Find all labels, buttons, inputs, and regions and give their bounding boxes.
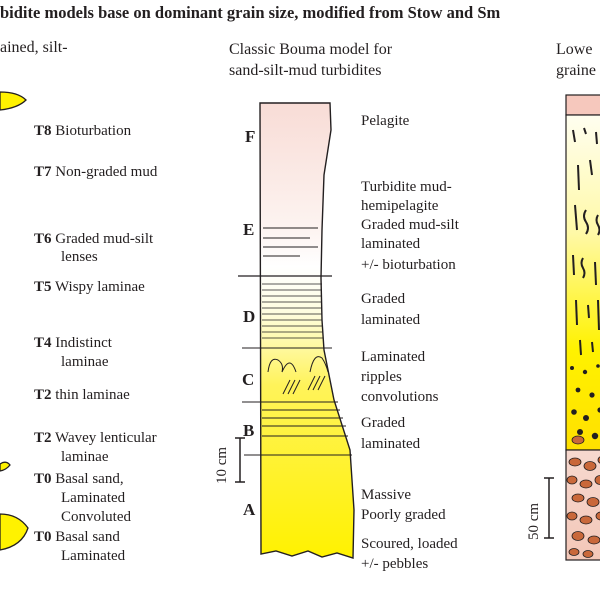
desc-a-line2: Poorly graded [361,507,446,523]
bouma-letter-f: F [245,127,256,146]
unit-t2-wavey: T2 Wavey lenticular [34,430,157,446]
unit-t2-wavey-line2: laminae [61,449,109,465]
unit-t4-line2: laminae [61,354,109,370]
right-header-line1: Lowe [556,41,593,58]
desc-b-line1: Graded [361,415,406,431]
desc-c-line3: convolutions [361,389,439,405]
left-column-header: ained, silt- [0,39,68,56]
unit-t0-convoluted: T0 Basal sand, [34,471,124,487]
center-header-line1: Classic Bouma model for [229,41,393,58]
unit-t0-convoluted-line2: Laminated [61,490,126,506]
desc-d-line2: laminated [361,312,421,328]
unit-t0-convoluted-line3: Convoluted [61,509,131,525]
desc-a-line3: Scoured, loaded [361,536,458,552]
unit-t7: T7 Non-graded mud [34,164,158,180]
lowe-column [565,94,600,561]
unit-t4: T4 Indistinct [34,335,112,351]
bouma-column [238,102,355,559]
desc-c-line2: ripples [361,369,402,385]
lens-bottom [0,513,29,551]
bouma-letter-b: B [243,421,255,440]
lowe-pelagite [565,94,600,116]
bouma-column-body [259,102,355,559]
desc-a-line1: Massive [361,487,411,503]
desc-b-line2: laminated [361,436,421,452]
unit-t0-laminated: T0 Basal sand [34,529,120,545]
unit-t0-laminated-line2: Laminated [61,548,126,564]
unit-t8: T8 Bioturbation [34,123,132,139]
lens-middle [0,461,11,472]
unit-t6: T6 Graded mud-silt [34,231,154,247]
desc-c-line1: Laminated [361,349,426,365]
desc-e-line1: Turbidite mud- [361,179,452,195]
left-column-lenses [0,91,29,551]
unit-t6-line2: lenses [61,249,98,265]
bouma-letter-c: C [242,370,255,389]
desc-e-line4: laminated [361,236,421,252]
desc-e-line2: hemipelagite [361,198,439,214]
scale-label-right: 50 cm [526,502,542,540]
bouma-letter-a: A [243,500,256,519]
figure-title: bidite models base on dominant grain siz… [0,3,501,22]
unit-t5: T5 Wispy laminae [34,279,145,295]
scale-bar-center [235,437,245,483]
center-header-line2: sand-silt-mud turbidites [229,62,382,79]
desc-e-line3: Graded mud-silt [361,217,459,233]
right-header-line2: graine [556,62,596,79]
scale-bar-right [544,477,554,539]
desc-d-line1: Graded [361,291,406,307]
unit-t2-thin: T2 thin laminae [34,387,130,403]
bouma-letter-e: E [243,220,255,239]
desc-a-line4: +/- pebbles [361,556,429,572]
bouma-letter-d: D [243,307,256,326]
lens-top [0,91,27,111]
desc-e-line5: +/- bioturbation [361,257,456,273]
scale-label-center: 10 cm [214,446,230,484]
desc-f-pelagite: Pelagite [361,113,410,129]
